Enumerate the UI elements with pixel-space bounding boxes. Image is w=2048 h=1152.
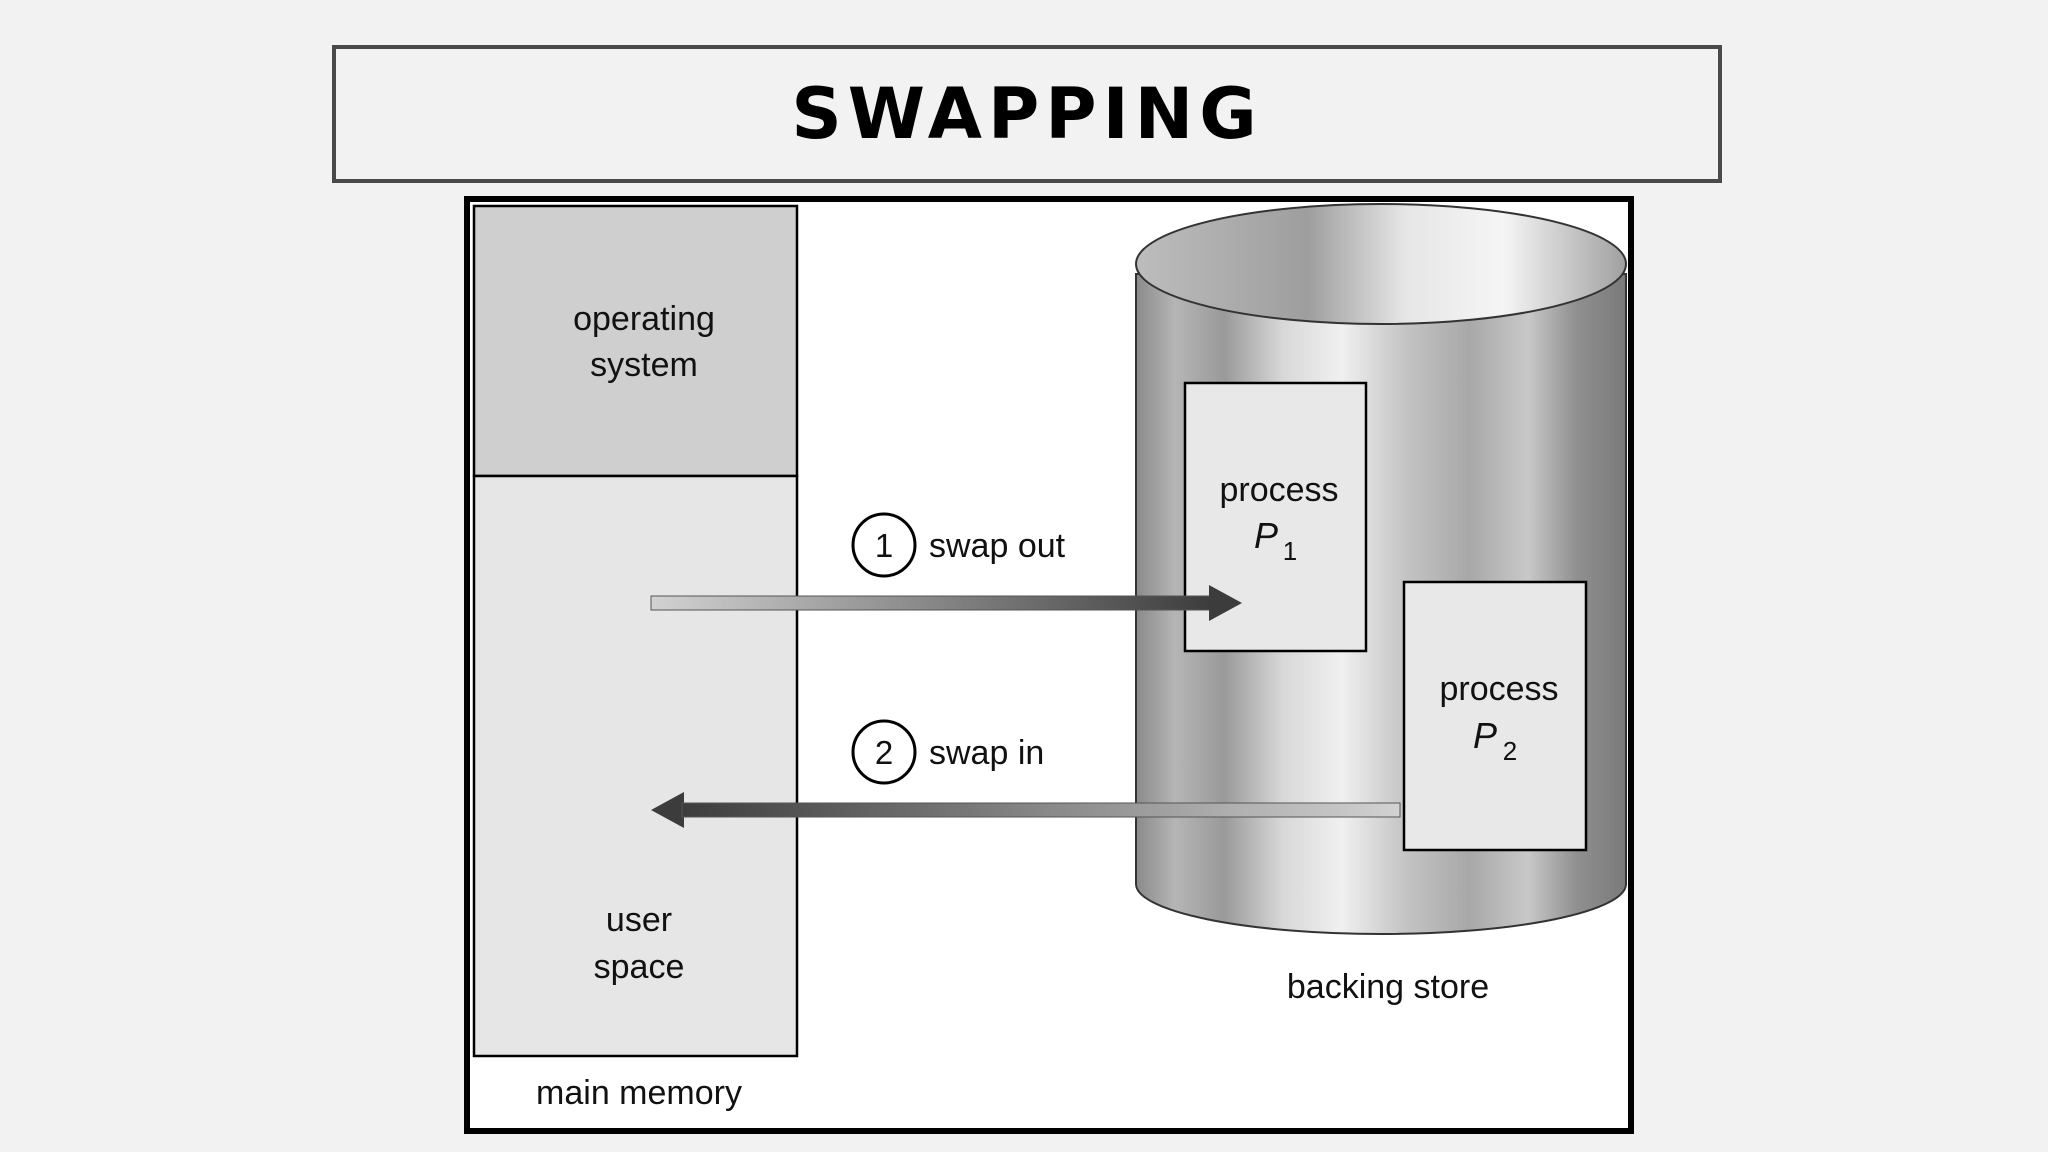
os-label-line2: system <box>590 346 698 384</box>
backing-store-label: backing store <box>1287 968 1489 1006</box>
os-label-line1: operating <box>573 300 715 338</box>
slide-title: SWAPPING <box>791 73 1263 155</box>
step-2-number: 2 <box>875 734 893 771</box>
main-memory-label: main memory <box>536 1074 742 1112</box>
user-space-label-line2: space <box>594 948 685 986</box>
user-space-region <box>472 474 799 1058</box>
swapping-diagram: operating system user space main memory … <box>464 196 1634 1134</box>
process-p1-label: process <box>1219 471 1338 509</box>
step-2-label: swap in <box>929 734 1044 772</box>
step-2-circle <box>851 719 917 785</box>
step-1-circle <box>851 512 917 578</box>
process-p1-subscript: 1 <box>1283 536 1297 566</box>
step-1-label: swap out <box>929 527 1066 565</box>
swap-in-arrow <box>651 792 1401 828</box>
process-p2-subscript: 2 <box>1503 736 1517 766</box>
os-region <box>472 204 799 478</box>
process-p2-box <box>1402 580 1588 852</box>
title-box: SWAPPING <box>332 45 1722 183</box>
process-p2-label: process <box>1439 670 1558 708</box>
swap-out-arrow <box>650 585 1242 621</box>
user-space-label-line1: user <box>606 901 672 939</box>
process-p1-symbol: P <box>1254 515 1278 556</box>
step-1-number: 1 <box>875 527 893 564</box>
process-p2-symbol: P <box>1473 715 1497 756</box>
